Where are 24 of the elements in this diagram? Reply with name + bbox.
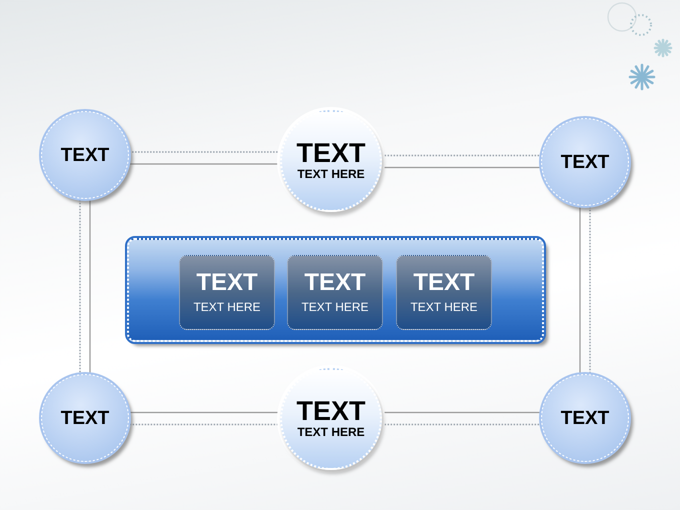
title-text: TEXT (413, 270, 475, 295)
title-text: TEXT (196, 270, 258, 295)
title-text: TEXT (560, 152, 610, 172)
title-text: TEXT (296, 140, 366, 168)
title-text: TEXT (60, 408, 110, 428)
dotted-connector-line (79, 200, 81, 374)
content-box (396, 255, 492, 330)
subtitle-text: TEXT HERE (297, 426, 365, 440)
content-box (179, 255, 275, 330)
subtitle-text: TEXT HERE (193, 300, 261, 314)
title-text: TEXT (60, 146, 110, 164)
title-text: TEXT (304, 270, 366, 295)
title-text: TEXT (560, 408, 610, 428)
connector-line (579, 206, 581, 374)
subtitle-text: TEXT HERE (301, 300, 369, 314)
content-box (287, 255, 383, 330)
connector-line (89, 200, 91, 374)
dotted-connector-line (129, 151, 280, 153)
circle-node (280, 110, 382, 212)
subtitle-text: TEXT HERE (297, 168, 365, 182)
dotted-connector-line (589, 206, 591, 374)
panel-box (127, 238, 544, 342)
title-text: TEXT (296, 398, 366, 426)
subtitle-text: TEXT HERE (410, 300, 478, 314)
